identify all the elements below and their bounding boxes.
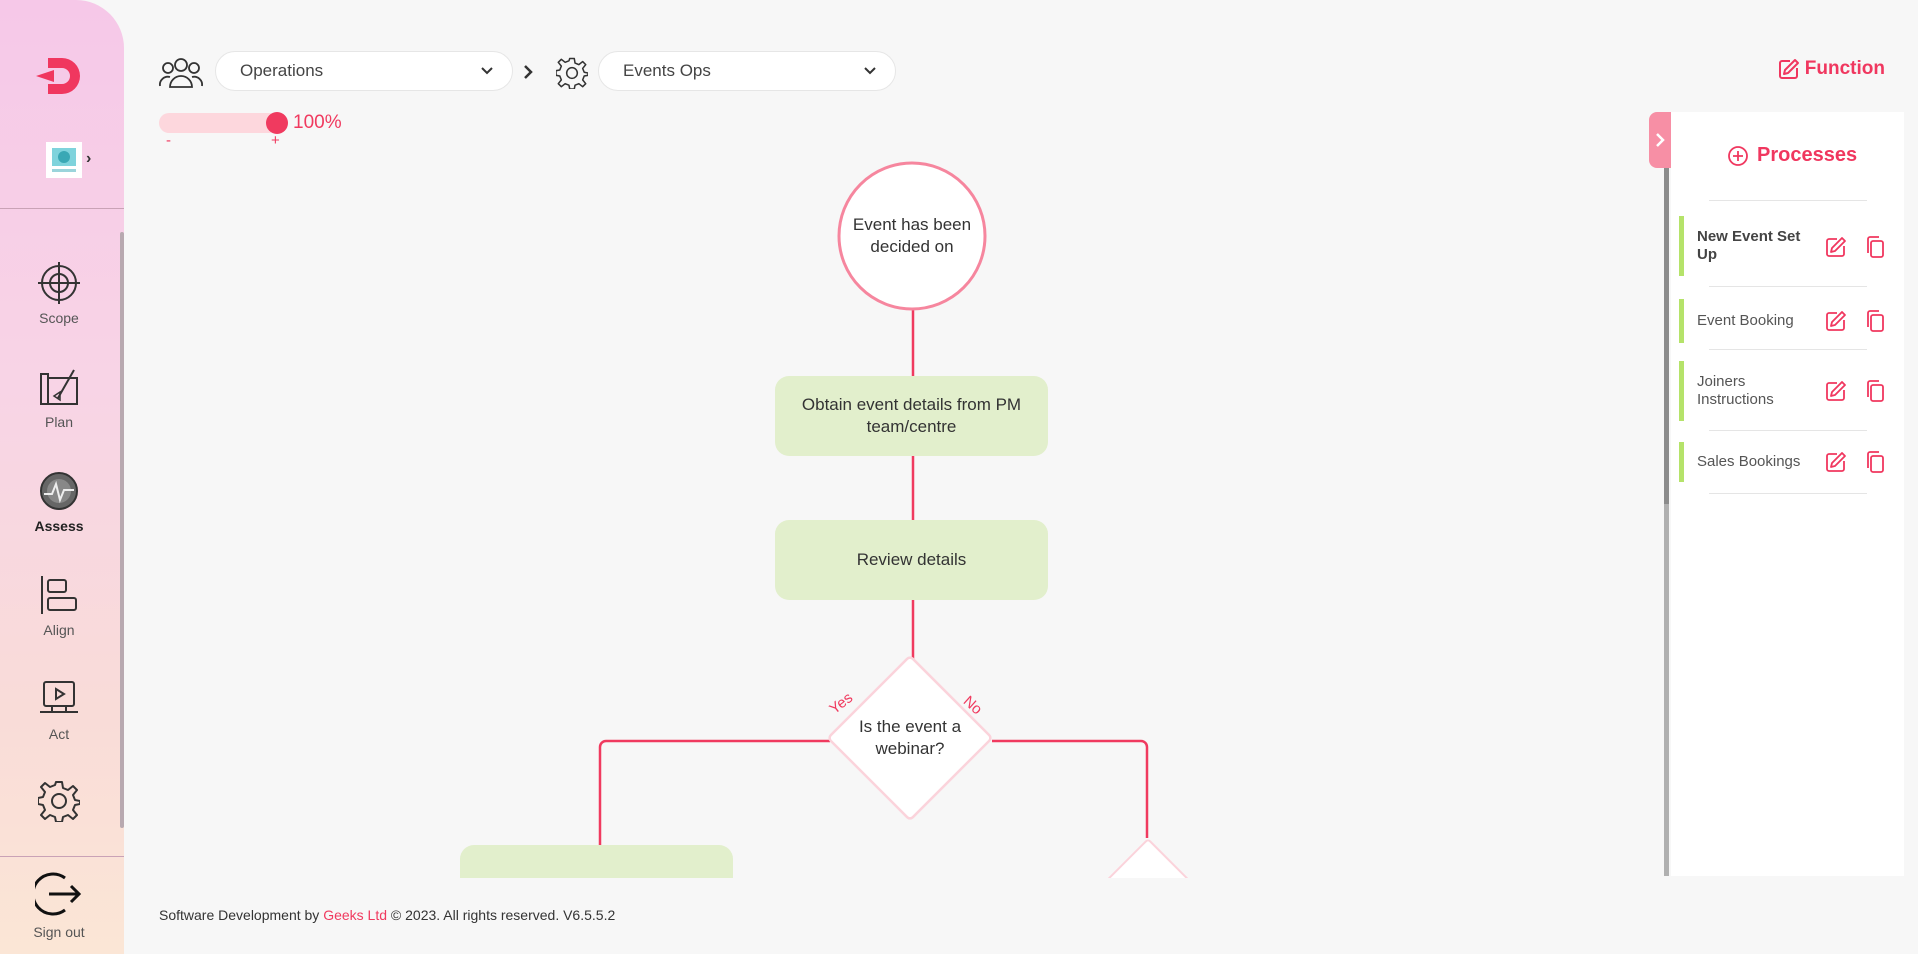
assess-icon (40, 472, 78, 510)
department-dropdown-value: Operations (240, 61, 324, 80)
connector-no (992, 739, 1149, 838)
department-dropdown[interactable]: Operations (215, 51, 513, 91)
sidebar-divider (0, 208, 124, 209)
start-node-label: Event has been decided on (852, 215, 972, 256)
sidebar: › Scope Plan Assess (0, 0, 124, 954)
nav-label: Assess (34, 518, 84, 534)
footer: Software Development by Geeks Ltd © 2023… (159, 907, 615, 923)
process-status-bar (1679, 216, 1684, 276)
nav-label: Act (48, 726, 70, 742)
decision-node[interactable] (828, 656, 992, 820)
flowchart-canvas (598, 161, 1202, 878)
divider (1709, 349, 1867, 350)
zoom-value: 100% (293, 112, 342, 133)
zoom-slider-handle[interactable] (266, 112, 288, 134)
copy-icon[interactable] (1865, 236, 1885, 258)
decision-node-2[interactable] (1094, 839, 1202, 878)
nav-label: Sign out (33, 924, 85, 940)
copy-icon[interactable] (1865, 380, 1885, 402)
sign-out-button[interactable]: Sign out (0, 870, 118, 940)
act-icon (40, 681, 78, 713)
panel-toggle-button[interactable] (1649, 112, 1671, 168)
process-name[interactable]: Sales Bookings (1697, 453, 1801, 470)
function-edit-button[interactable]: Function (1778, 58, 1885, 80)
copy-icon[interactable] (1865, 451, 1885, 473)
target-icon (38, 262, 80, 304)
divider (1709, 200, 1867, 201)
chevron-down-icon (481, 67, 493, 75)
divider (1709, 493, 1867, 494)
edit-icon[interactable] (1825, 310, 1847, 332)
nav-label: Align (43, 622, 75, 638)
divider (1709, 430, 1867, 431)
process-step-label: Review details (856, 550, 967, 569)
process-status-bar (1679, 361, 1684, 421)
add-process-button[interactable]: Processes (1727, 144, 1857, 167)
chevron-right-icon[interactable]: › (86, 150, 92, 167)
edit-icon[interactable] (1825, 451, 1847, 473)
nav-item-settings[interactable] (0, 780, 118, 822)
nav-label: Plan (44, 414, 74, 430)
decision-node-label: Is the event a webinar? (858, 717, 962, 758)
edit-icon[interactable] (1825, 380, 1847, 402)
connector-yes (598, 739, 830, 845)
edit-icon[interactable] (1825, 236, 1847, 258)
blueprint-icon (40, 369, 78, 405)
client-logo[interactable] (46, 142, 82, 178)
plus-circle-icon (1728, 145, 1748, 166)
edit-icon (1778, 59, 1799, 79)
panel-scrollbar[interactable] (1664, 168, 1669, 876)
process-step-label: Obtain event details from PM team/centre (801, 395, 1022, 436)
function-button-label: Function (1804, 58, 1885, 79)
app-logo[interactable] (34, 54, 86, 98)
team-icon (159, 58, 203, 88)
start-node[interactable] (837, 161, 987, 311)
sidebar-divider (0, 856, 124, 857)
sidebar-scrollbar[interactable] (120, 232, 124, 828)
process-name[interactable]: New Event Set Up (1697, 228, 1801, 263)
function-dropdown-value: Events Ops (623, 61, 711, 80)
align-icon (41, 576, 77, 614)
gear-icon (556, 57, 588, 89)
nav-label: Scope (39, 310, 79, 326)
processes-title: Processes (1757, 144, 1858, 166)
chevron-down-icon (864, 67, 876, 75)
nav-item-scope[interactable]: Scope (0, 262, 118, 326)
process-status-bar (1679, 299, 1684, 343)
process-item[interactable]: Event Booking (1679, 299, 1899, 343)
footer-brand-link[interactable]: Geeks Ltd (323, 907, 388, 923)
footer-prefix: Software Development by (159, 907, 320, 923)
process-item[interactable]: Sales Bookings (1679, 442, 1899, 482)
process-step-node[interactable] (460, 845, 733, 878)
divider (1709, 286, 1867, 287)
nav-item-assess[interactable]: Assess (0, 470, 118, 534)
chevron-right-icon (524, 65, 533, 79)
process-step-node[interactable] (775, 520, 1048, 600)
nav-item-act[interactable]: Act (0, 678, 118, 742)
zoom-out-button[interactable]: - (166, 132, 171, 149)
client-logo-icon (52, 148, 76, 172)
zoom-in-button[interactable]: + (271, 132, 280, 149)
copy-icon[interactable] (1865, 310, 1885, 332)
function-dropdown[interactable]: Events Ops (598, 51, 896, 91)
gear-icon (38, 781, 80, 822)
process-name[interactable]: Joiners Instructions (1697, 373, 1774, 408)
sign-out-icon (35, 872, 82, 916)
process-name[interactable]: Event Booking (1697, 312, 1794, 329)
footer-suffix: © 2023. All rights reserved. V6.5.5.2 (390, 907, 616, 923)
processes-panel: Processes New Event Set Up Event Booking… (1671, 112, 1904, 876)
panel-scrollbar-thumb[interactable] (1664, 168, 1669, 504)
process-status-bar (1679, 442, 1684, 482)
nav-item-align[interactable]: Align (0, 574, 118, 638)
process-item[interactable]: Joiners Instructions (1679, 361, 1899, 421)
chevron-right-icon (1656, 133, 1665, 147)
process-item[interactable]: New Event Set Up (1679, 216, 1899, 276)
nav-item-plan[interactable]: Plan (0, 366, 118, 430)
zoom-slider-track[interactable] (159, 113, 279, 133)
process-step-node[interactable] (775, 376, 1048, 456)
